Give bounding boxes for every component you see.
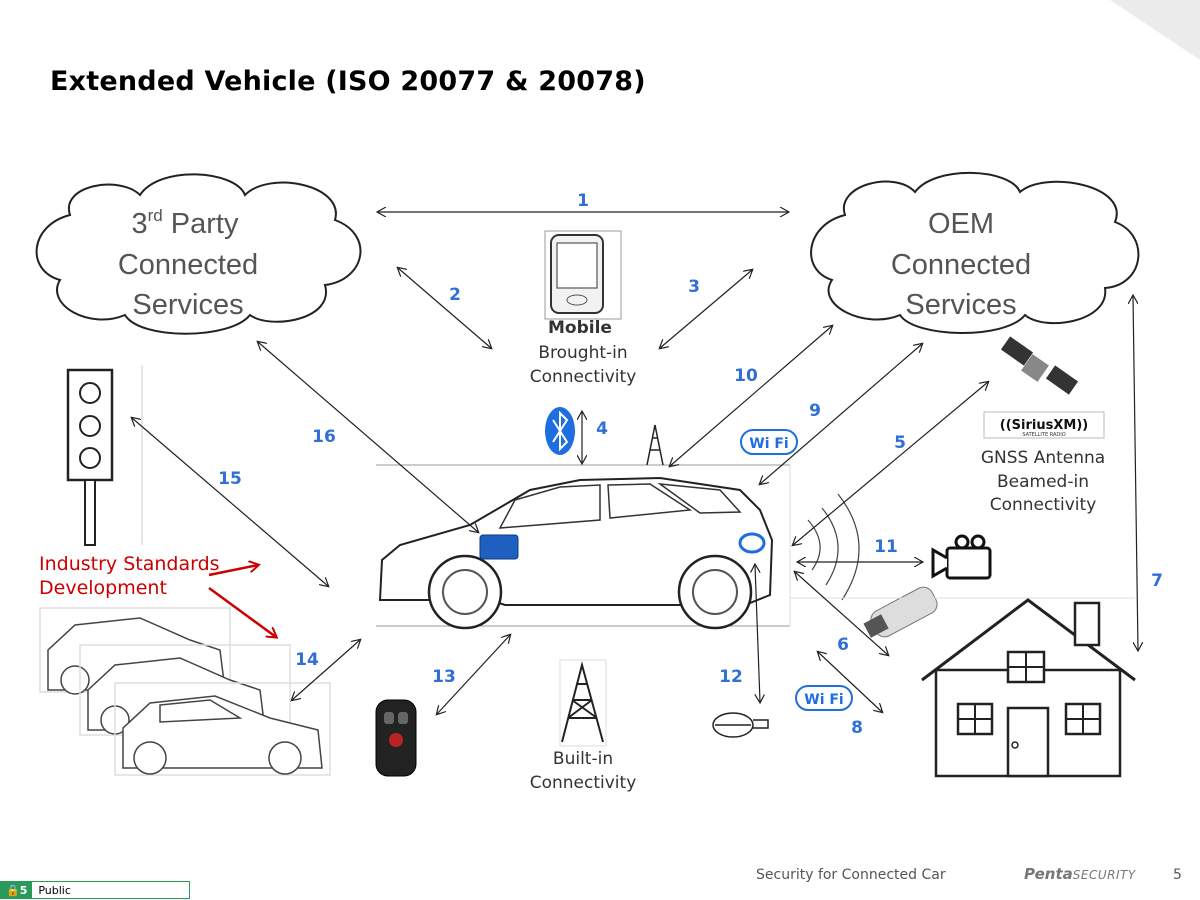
red-arrow-down	[208, 586, 276, 637]
num-5: 5	[894, 433, 906, 453]
label-connectivity-1: Connectivity	[530, 367, 637, 387]
num-15: 15	[218, 469, 242, 489]
usb-stick-icon	[863, 586, 938, 638]
num-14: 14	[295, 650, 319, 670]
svg-text:SATELLITE RADIO: SATELLITE RADIO	[1022, 432, 1065, 438]
page-number: 5	[1173, 867, 1182, 883]
cloud-oem-line3: Services	[905, 289, 1016, 321]
arrow-5	[793, 382, 988, 545]
num-11: 11	[874, 537, 898, 557]
cloud-3rd-line1: 3	[131, 208, 147, 240]
obd-dongle-icon	[479, 534, 519, 560]
label-connectivity-3: Connectivity	[530, 773, 637, 793]
label-built-in: Built-in	[553, 749, 613, 769]
connection-arrows	[132, 212, 1138, 714]
arrow-6	[795, 572, 888, 655]
oem-cloud: OEM Connected Services	[810, 171, 1140, 334]
arrow-3	[660, 270, 752, 348]
num-16: 16	[312, 427, 336, 447]
svg-text:Wi Fi: Wi Fi	[804, 692, 843, 708]
arrow-16	[258, 342, 478, 532]
cloud-3rd-line2: Connected	[118, 249, 258, 281]
label-development: Development	[39, 577, 167, 599]
num-6: 6	[837, 635, 849, 655]
mobile-phone-icon	[544, 230, 622, 320]
label-gnss: GNSS Antenna	[981, 448, 1105, 468]
classification-badge: 🔒5 Public	[0, 881, 190, 899]
num-13: 13	[432, 667, 456, 687]
arrow-9	[760, 344, 922, 484]
arrow-14	[292, 640, 360, 700]
arrow-8	[818, 652, 882, 712]
num-4: 4	[596, 419, 608, 439]
third-party-cloud: 3rd Party Connected Services	[35, 173, 362, 335]
arrow-10	[670, 326, 832, 466]
num-7: 7	[1151, 571, 1163, 591]
lock-icon: 🔒5	[1, 882, 33, 898]
arrow-13	[437, 635, 510, 714]
traffic-light-icon	[66, 365, 143, 546]
svg-text:((SiriusXM)): ((SiriusXM))	[1000, 418, 1088, 433]
footer-title: Security for Connected Car	[756, 867, 946, 883]
svg-text:Wi Fi: Wi Fi	[749, 436, 788, 452]
car-antenna-icon	[646, 424, 664, 466]
footer-brand-logo: PentaSECURITY	[1024, 865, 1136, 883]
arrow-12	[755, 565, 760, 702]
label-industry: Industry Standards	[39, 553, 220, 575]
cloud-oem-line1: OEM	[928, 208, 994, 240]
cloud-3rd-sup: rd	[148, 206, 163, 225]
num-9: 9	[809, 401, 821, 421]
charging-port-icon	[738, 532, 766, 554]
cloud-3rd-line3: Services	[132, 289, 243, 321]
bluetooth-icon	[545, 407, 575, 455]
label-connectivity-2: Connectivity	[990, 495, 1097, 515]
siriusxm-logo: ((SiriusXM)) SATELLITE RADIO	[983, 411, 1105, 439]
extended-vehicle-diagram: 3rd Party Connected Services OEM Connect…	[35, 171, 1163, 793]
wifi-icon-1: Wi Fi	[740, 429, 798, 455]
num-2: 2	[449, 285, 461, 305]
camera-icon	[931, 534, 992, 580]
arrow-7	[1133, 296, 1138, 650]
arrow-2	[398, 268, 491, 348]
cell-tower-icon	[559, 659, 607, 747]
key-fob-icon	[375, 699, 417, 777]
arrow-15	[132, 418, 328, 586]
classification-label: Public	[38, 883, 71, 897]
num-1: 1	[577, 191, 589, 211]
num-3: 3	[688, 277, 700, 297]
charger-plug-icon	[712, 712, 769, 738]
label-mobile: Mobile	[548, 318, 612, 338]
label-brought-in: Brought-in	[538, 343, 627, 363]
num-12: 12	[719, 667, 743, 687]
num-10: 10	[734, 366, 758, 386]
cloud-oem-line2: Connected	[891, 249, 1031, 281]
fleet-cars-icon	[39, 607, 331, 776]
cloud-3rd-line1-rest: Party	[163, 208, 239, 240]
house-icon	[790, 597, 1136, 778]
main-car-icon	[376, 464, 791, 630]
num-8: 8	[851, 718, 863, 738]
satellite-icon	[1000, 336, 1079, 395]
radar-waves-icon	[807, 493, 860, 601]
label-beamed-in: Beamed-in	[997, 472, 1089, 492]
wifi-icon-2: Wi Fi	[795, 685, 853, 711]
corner-decoration	[1110, 0, 1200, 60]
svg-text:3rd Party: 3rd Party	[131, 206, 239, 240]
page-title: Extended Vehicle (ISO 20077 & 20078)	[50, 66, 646, 97]
